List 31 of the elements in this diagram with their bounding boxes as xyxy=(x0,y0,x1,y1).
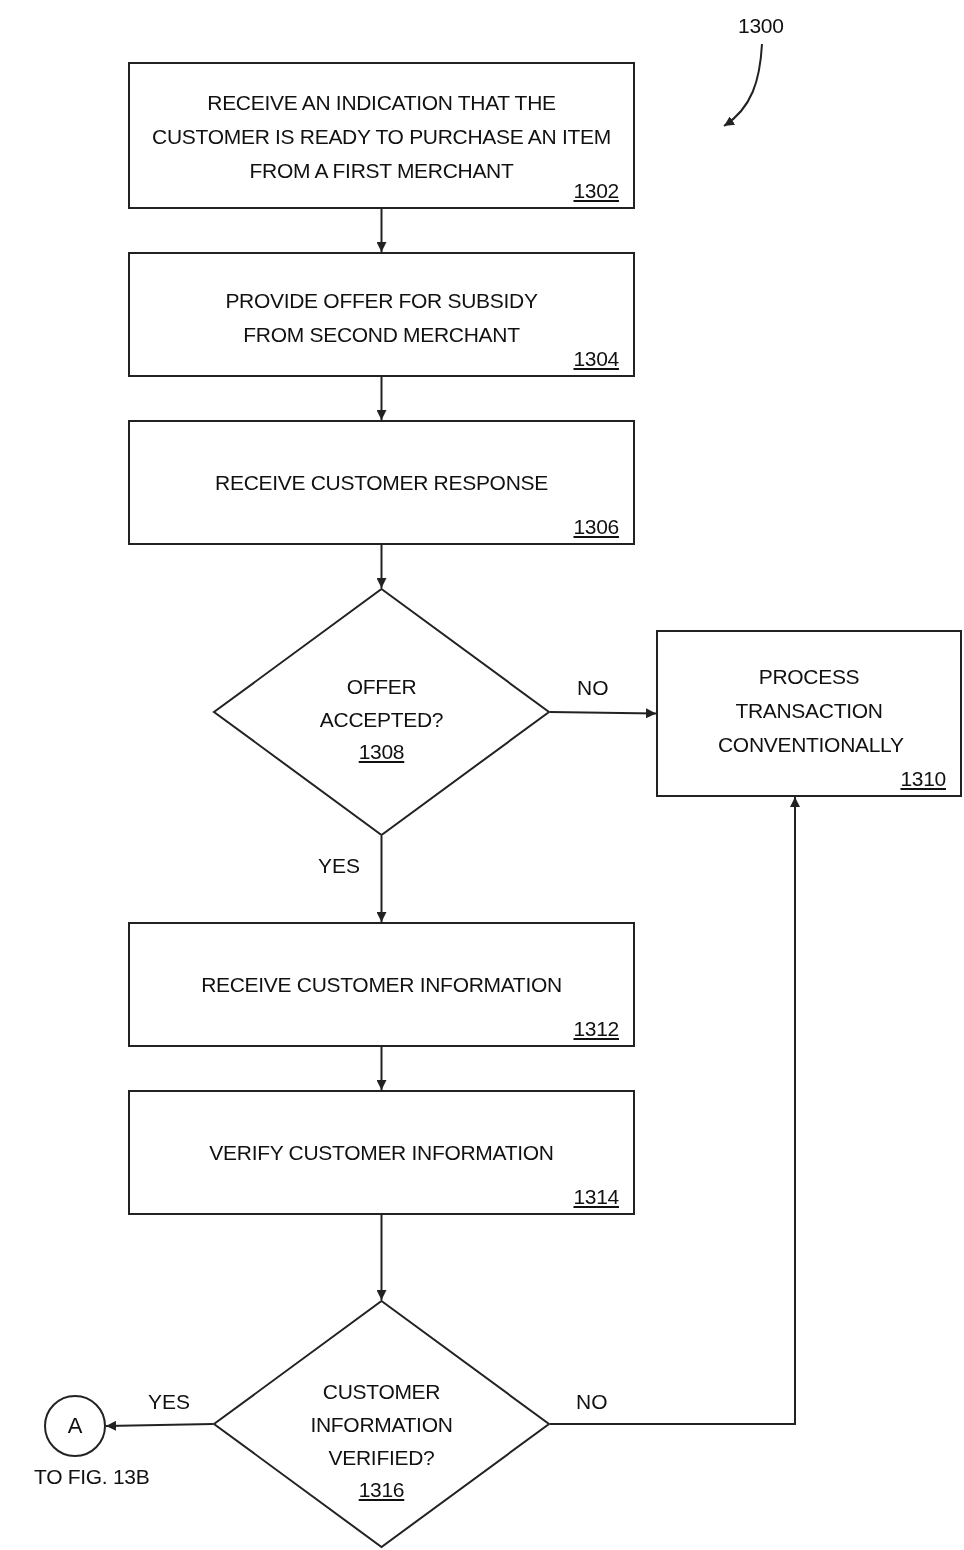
process-box xyxy=(128,1090,635,1215)
arrow xyxy=(549,708,657,719)
connector-letter: A xyxy=(67,1413,83,1439)
off-page-note: TO FIG. 13B xyxy=(34,1465,150,1489)
arrow xyxy=(376,544,387,589)
step-text: VERIFY CUSTOMER INFORMATION xyxy=(208,1140,555,1166)
reference-number: 1312 xyxy=(573,1017,619,1041)
process-box xyxy=(128,62,635,209)
decision-text: OFFER ACCEPTED? xyxy=(318,674,445,733)
reference-number: 1314 xyxy=(573,1185,619,1209)
reference-number: 1306 xyxy=(573,515,619,539)
process-box xyxy=(656,630,962,797)
arrow xyxy=(376,1046,387,1091)
arrow xyxy=(105,1420,214,1431)
step-text: RECEIVE CUSTOMER INFORMATION xyxy=(200,972,563,998)
step-text: RECEIVE CUSTOMER RESPONSE xyxy=(214,470,549,496)
arrow xyxy=(376,1214,387,1301)
reference-number: 1310 xyxy=(900,767,946,791)
process-box xyxy=(128,252,635,377)
arrow xyxy=(376,835,387,923)
arrow xyxy=(549,796,800,1425)
reference-number: 1304 xyxy=(573,347,619,371)
figure-number: 1300 xyxy=(738,14,784,38)
process-box xyxy=(128,420,635,545)
reference-number: 1308 xyxy=(358,740,405,764)
arrow xyxy=(376,376,387,421)
decision-text: CUSTOMER INFORMATION VERIFIED? xyxy=(309,1378,454,1471)
arrow xyxy=(376,208,387,253)
reference-number: 1316 xyxy=(358,1477,405,1502)
step-text: PROVIDE OFFER FOR SUBSIDY FROM SECOND MERCHANT xyxy=(224,288,539,348)
process-box xyxy=(128,922,635,1047)
